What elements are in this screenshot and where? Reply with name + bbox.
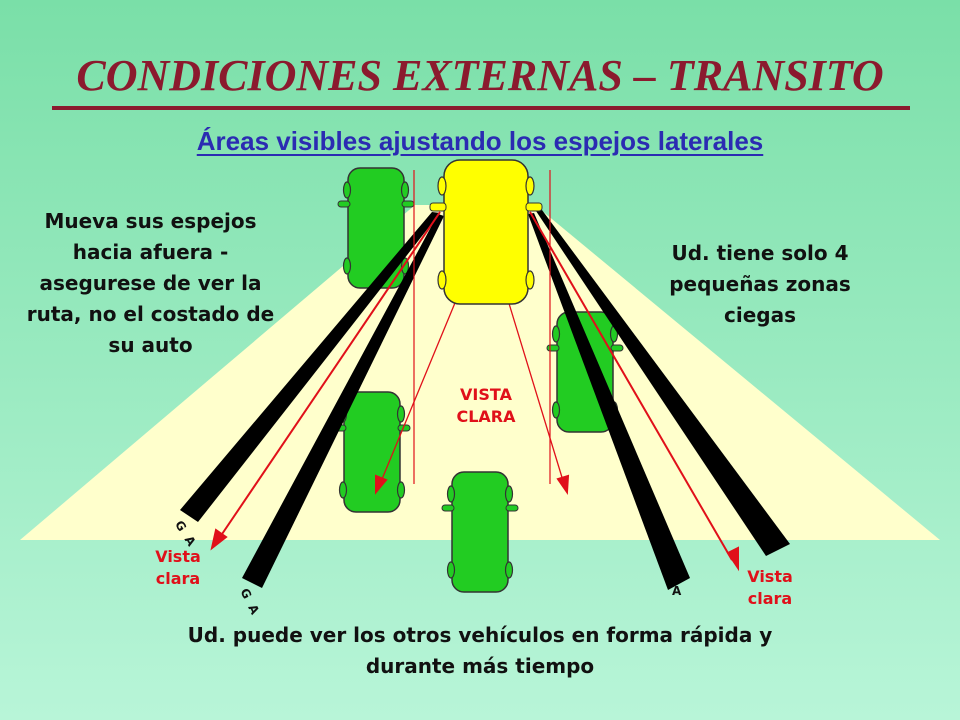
left-sight-arrowhead [210, 528, 228, 551]
blind-zone-right-outer [534, 208, 790, 556]
right-sight-line [529, 211, 733, 561]
left-sight-line [217, 211, 441, 541]
own-car [429, 159, 543, 305]
blind-zone-left-outer [180, 212, 440, 522]
center-sight-left-arrowhead [375, 474, 388, 495]
car-left-top [337, 167, 415, 289]
right-clear-label: Vista clara [747, 567, 793, 608]
car-bottom-center [441, 471, 519, 593]
blind-zone-right-inner [528, 213, 690, 590]
center-sight-right-arrowhead [556, 474, 570, 495]
slide-title: CONDICIONES EXTERNAS – TRANSITO [76, 51, 884, 100]
right-sight-arrowhead [726, 546, 739, 572]
bottom-note: Ud. puede ver los otros vehículos en for… [187, 623, 773, 678]
blind-zone-left-inner [242, 214, 444, 588]
blind-zone-label-right-inner: A [672, 584, 684, 598]
center-clear-label: VISTA CLARA [456, 385, 516, 426]
left-clear-label: Vista clara [155, 547, 201, 588]
left-note: Mueva sus espejos hacia afuera - asegure… [26, 209, 275, 357]
slide-subtitle: Áreas visibles ajustando los espejos lat… [196, 126, 764, 156]
title-underline [52, 106, 910, 110]
right-note: Ud. tiene solo 4 pequeñas zonas ciegas [669, 241, 851, 327]
